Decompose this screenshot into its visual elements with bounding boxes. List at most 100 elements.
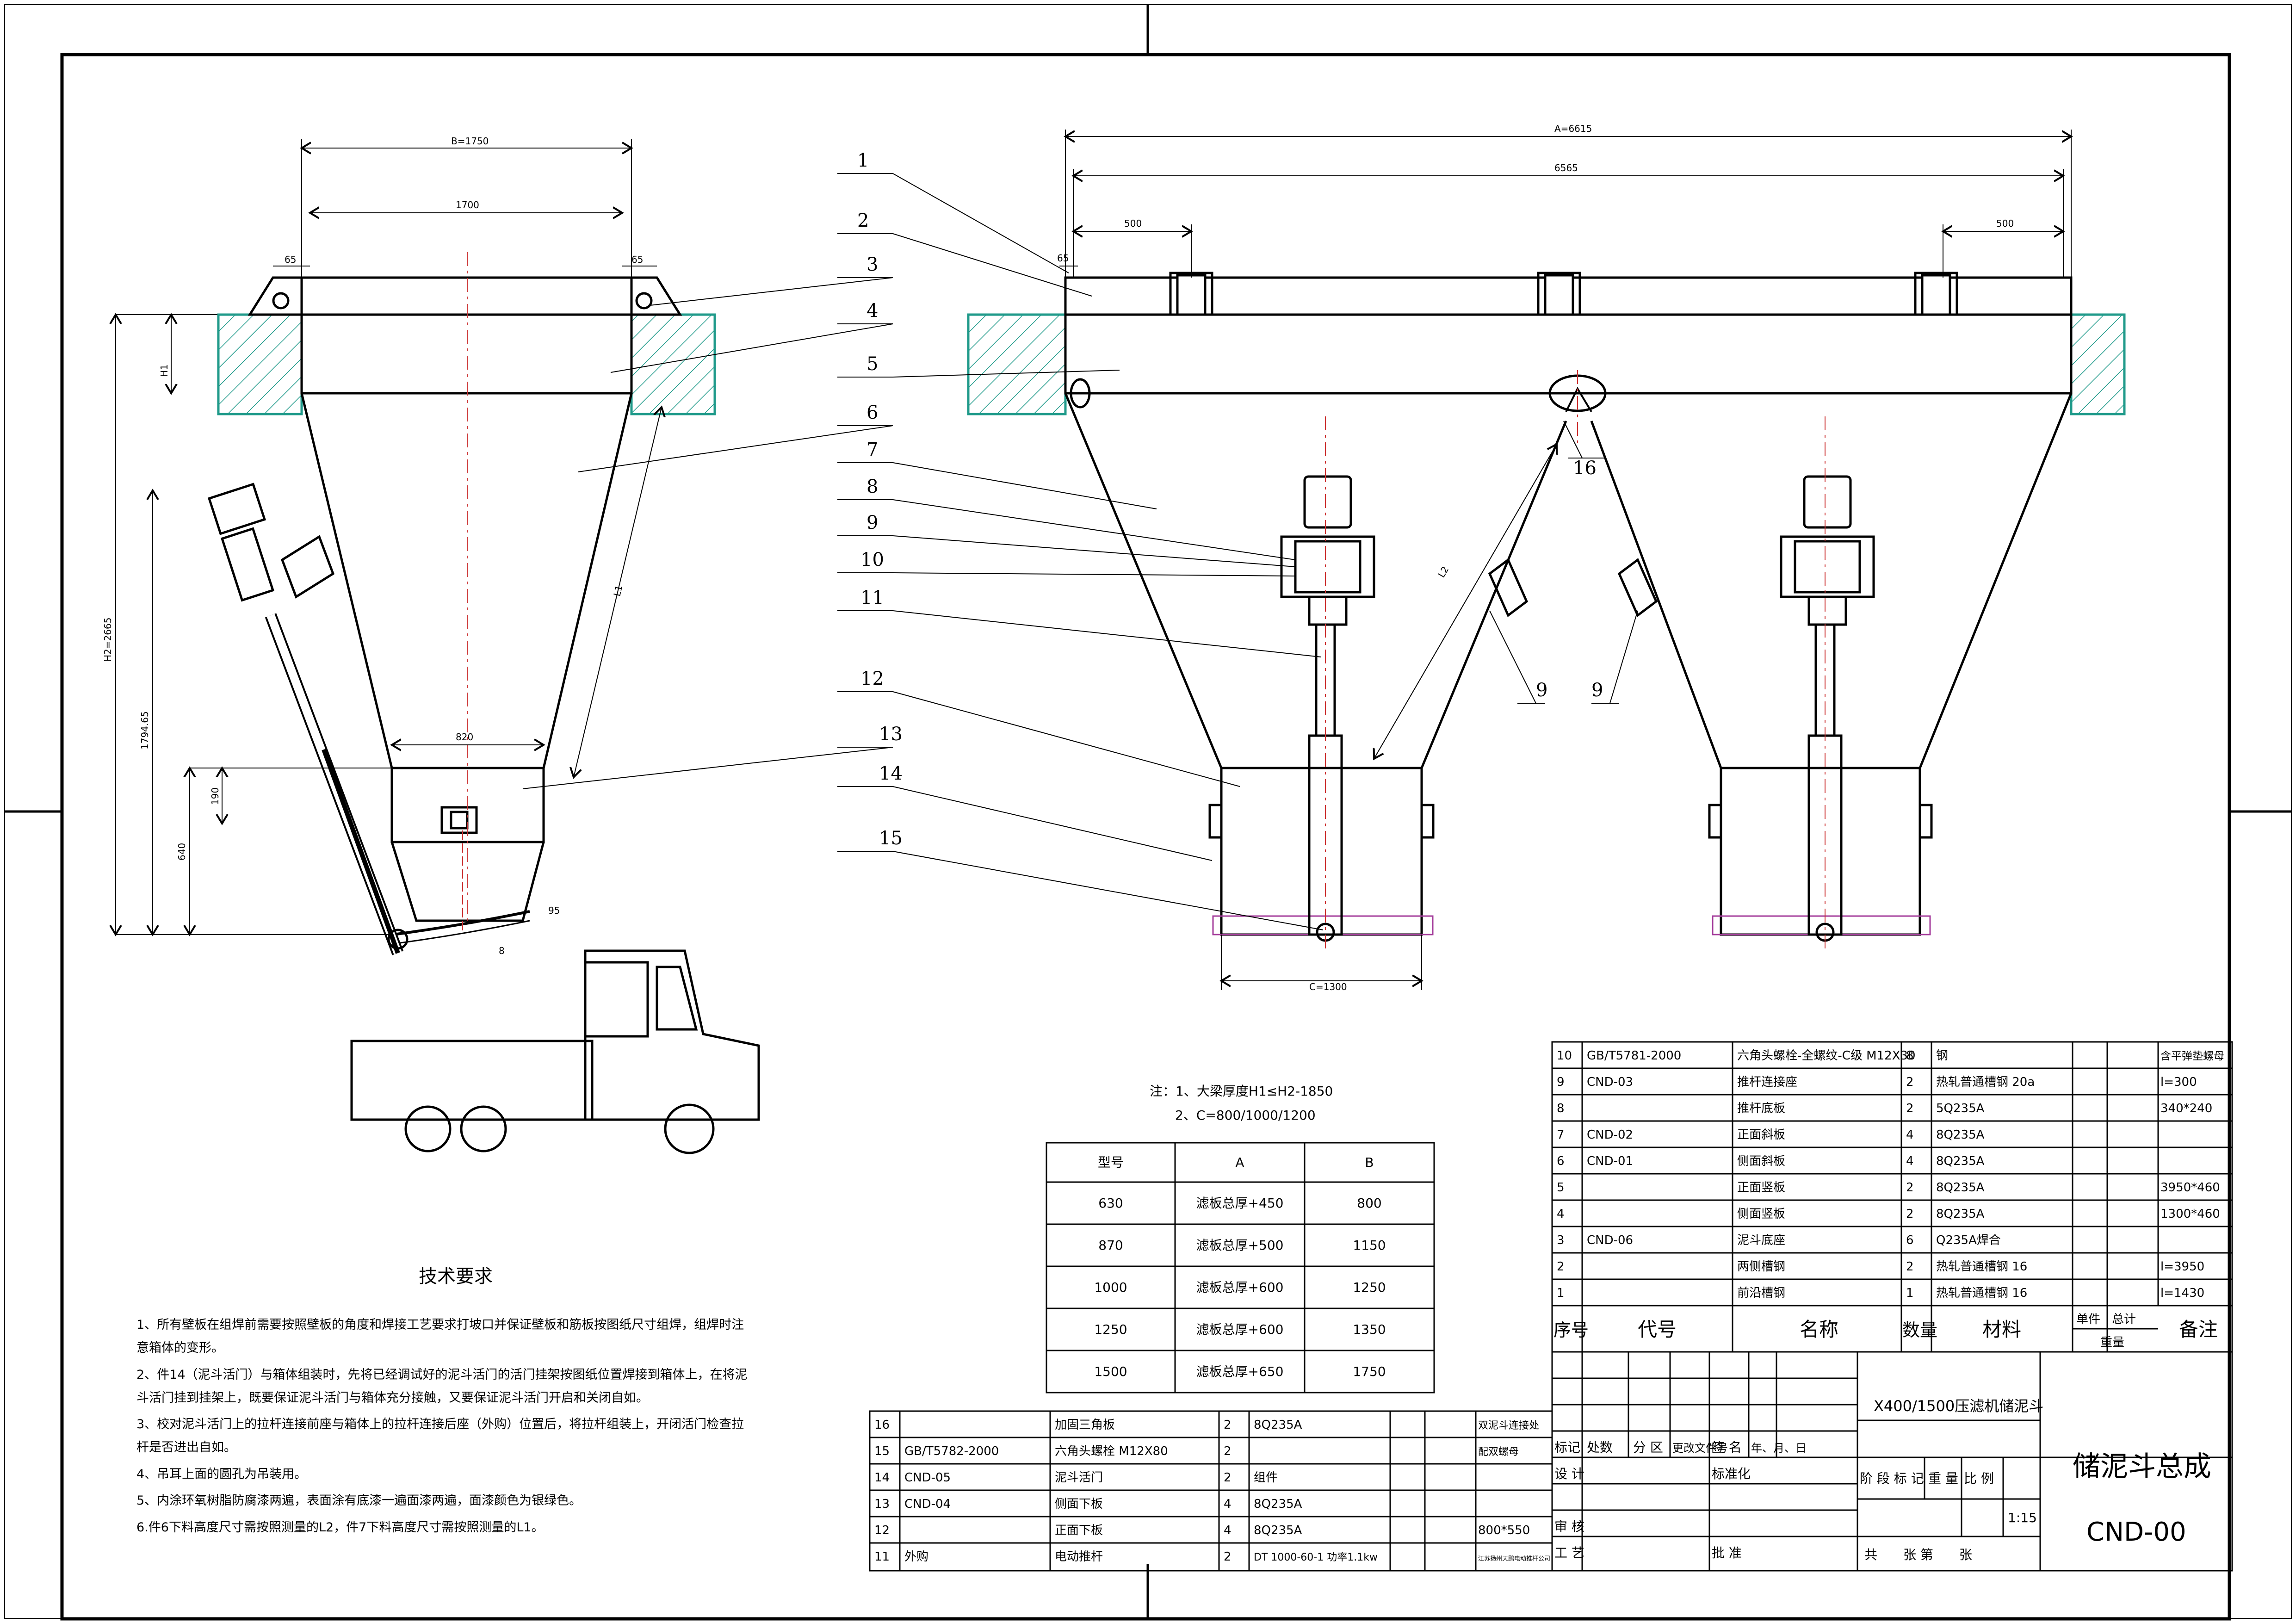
bom-cell: 4 [1557, 1207, 1565, 1221]
model-table-header-model: 型号 [1098, 1155, 1124, 1170]
title-label-review: 审 核 [1554, 1519, 1584, 1534]
callout-11: 11 [860, 587, 884, 608]
callout-10: 10 [860, 549, 884, 570]
bom-cell: 3950*460 [2160, 1181, 2220, 1195]
bom-cell: 11 [874, 1550, 890, 1564]
model-table-cell: 1250 [1094, 1322, 1127, 1337]
bom-cell: 340*240 [2160, 1102, 2212, 1115]
bom-cell: 2 [1906, 1260, 1914, 1274]
bom-cell: CND-05 [904, 1471, 951, 1485]
truck-illustration [350, 949, 760, 1154]
bom-header-name: 名称 [1800, 1318, 1838, 1341]
title-label-scale: 比 例 [1964, 1471, 1994, 1486]
bom-cell: 8Q235A [1936, 1181, 1985, 1195]
bom-cell: 2 [1906, 1075, 1914, 1089]
title-label-sheets: 共 张 第 张 [1864, 1547, 1972, 1562]
dim-side-lug-left: 65 [285, 254, 296, 265]
bom-cell: 4 [1906, 1128, 1914, 1142]
sheet-frame [4, 4, 2292, 1621]
title-project: X400/1500压滤机储泥斗 [1874, 1397, 2043, 1415]
bom-cell: 8Q235A [1936, 1207, 1985, 1221]
title-drawing-title: 储泥斗总成 [2073, 1450, 2211, 1483]
dim-side-lug-right: 65 [631, 254, 643, 265]
model-table-cell: 滤板总厚+650 [1196, 1364, 1284, 1379]
callout-7: 7 [866, 439, 878, 460]
title-label-stage-mark: 阶 段 标 记 [1860, 1471, 1924, 1486]
model-table-cell: 1150 [1353, 1238, 1386, 1253]
model-table-cell: 1350 [1353, 1322, 1386, 1337]
concrete-support-left [217, 313, 303, 415]
bom-cell: 9 [1557, 1075, 1565, 1089]
title-label-mark: 标记 [1554, 1440, 1580, 1455]
bom-cell: 2 [1224, 1471, 1232, 1485]
concrete-support-front-left [967, 313, 1067, 415]
title-label-sign: 签 名 [1712, 1440, 1742, 1455]
callout-2: 2 [857, 210, 869, 231]
bom-cell: 10 [1557, 1049, 1572, 1063]
dim-side-640: 640 [176, 843, 187, 861]
bom-cell: GB/T5782-2000 [904, 1444, 999, 1458]
title-label-weight: 重 量 [1928, 1471, 1958, 1486]
callout-12: 12 [860, 668, 884, 689]
callout-5: 5 [866, 353, 878, 375]
bom-cell: 8Q235A [1254, 1418, 1302, 1432]
bom-cell: 8 [1557, 1102, 1565, 1115]
dim-front-500-left: 500 [1124, 218, 1142, 229]
model-table-cell: 滤板总厚+600 [1196, 1322, 1284, 1337]
bom-header-weight: 重量 [2100, 1336, 2124, 1350]
bom-cell: 含平弹垫螺母 [2160, 1050, 2224, 1062]
bom-cell: 16 [874, 1418, 890, 1432]
title-label-approve: 批 准 [1712, 1545, 1742, 1561]
callout-14: 14 [879, 763, 903, 784]
callout-13: 13 [879, 724, 903, 745]
dim-front-500-right: 500 [1996, 218, 2014, 229]
bom-cell: 正面下板 [1055, 1524, 1103, 1537]
bom-cell: 侧面下板 [1055, 1497, 1103, 1511]
electric-actuator-side [207, 483, 408, 955]
title-label-count: 处数 [1587, 1440, 1613, 1455]
bom-cell: 5 [1557, 1181, 1565, 1195]
bom-cell: 5Q235A [1936, 1102, 1985, 1115]
bom-cell: 两侧槽钢 [1737, 1260, 1785, 1274]
tech-req-line: 意箱体的变形。 [136, 1341, 224, 1355]
bom-cell: 组件 [1254, 1471, 1278, 1485]
tech-req-line: 斗活门挂到挂架上，既要保证泥斗活门与箱体充分接触，又要保证泥斗活门开启和关闭自如… [136, 1391, 649, 1405]
bom-cell: GB/T5781-2000 [1587, 1049, 1681, 1063]
bom-cell: 配双螺母 [1478, 1446, 1519, 1458]
dim-side-B: B=1750 [451, 136, 489, 147]
bom-cell: 8Q235A [1936, 1128, 1985, 1142]
dim-front-A: A=6615 [1554, 123, 1592, 134]
bom-upper: 10 GB/T5781-2000 六角头螺栓-全螺纹-C级 M12X30 8 钢… [1551, 1041, 2233, 1353]
title-label-process: 工 艺 [1554, 1545, 1584, 1561]
callout-3: 3 [866, 254, 878, 275]
bom-cell: 热轧普通槽钢 20a [1936, 1075, 2035, 1089]
dim-front-C: C=1300 [1309, 981, 1347, 992]
dim-side-95: 95 [548, 905, 560, 916]
front-hopper-right [1590, 393, 2073, 769]
bom-cell: 双泥斗连接处 [1478, 1420, 1539, 1431]
bom-cell: 正面斜板 [1737, 1128, 1785, 1142]
bom-cell: 800*550 [1478, 1524, 1530, 1537]
top-beam [300, 276, 633, 316]
bom-cell: 江苏扬州天鹏电动推杆公司 [1478, 1555, 1550, 1562]
bom-cell: 12 [874, 1524, 890, 1537]
bom-cell: 1 [1906, 1286, 1914, 1300]
dim-side-8: 8 [499, 945, 505, 956]
tech-req-line: 杆是否进出自如。 [136, 1440, 236, 1455]
bom-header-unit: 单件 [2076, 1313, 2100, 1326]
electric-actuator-front-right [1780, 475, 1875, 942]
bom-cell: l=3950 [2160, 1260, 2204, 1274]
dim-side-inner: 1700 [456, 199, 479, 211]
bom-header-seq: 序号 [1553, 1320, 1589, 1340]
bom-cell: 14 [874, 1471, 890, 1485]
bom-cell: 2 [1906, 1207, 1914, 1221]
model-table-cell: 630 [1098, 1196, 1123, 1211]
bom-cell: 3 [1557, 1233, 1565, 1247]
bom-lower: 16 加固三角板 2 8Q235A 双泥斗连接处 15 GB/T5782-200… [869, 1410, 1553, 1572]
bom-cell: CND-02 [1587, 1128, 1633, 1142]
bom-cell: 2 [1906, 1181, 1914, 1195]
bom-cell: CND-01 [1587, 1154, 1633, 1168]
callout-8: 8 [866, 476, 878, 497]
title-label-change-doc: 更改文件号 [1672, 1442, 1728, 1455]
